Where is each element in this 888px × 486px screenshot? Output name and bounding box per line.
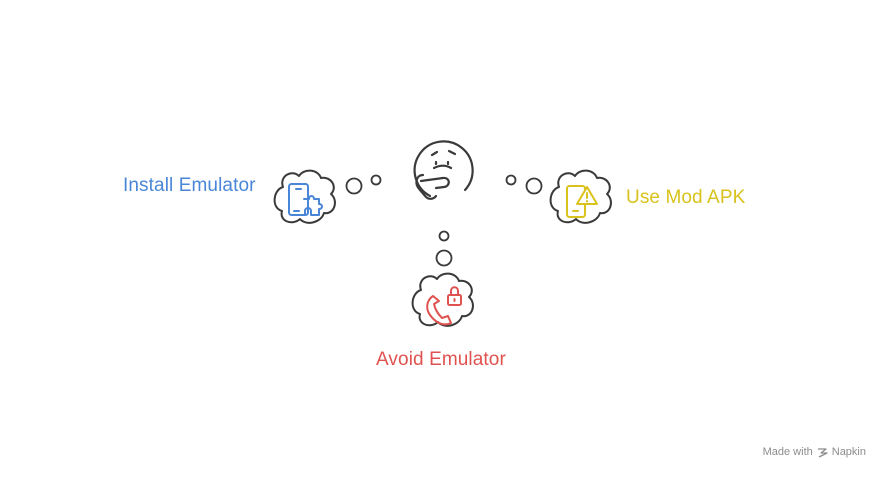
thought-bubbles-bottom — [435, 230, 453, 267]
watermark-prefix: Made with — [762, 446, 813, 458]
made-with-napkin-watermark: Made with Napkin — [763, 444, 866, 460]
cloud-use-mod-apk — [549, 169, 612, 224]
napkin-logo-icon — [817, 447, 828, 458]
option-label-install-emulator: Install Emulator — [123, 175, 256, 196]
thought-cloud-outline — [411, 272, 474, 327]
thought-bubbles-left — [345, 174, 382, 195]
option-label-use-mod-apk: Use Mod APK — [626, 187, 746, 208]
cloud-avoid-emulator — [411, 272, 474, 327]
cloud-install-emulator — [273, 169, 336, 224]
phone-warning-icon — [566, 185, 598, 218]
phone-puzzle-icon — [288, 183, 323, 216]
phone-lock-icon — [426, 286, 462, 326]
thought-cloud-outline — [549, 169, 612, 224]
watermark-brand: Napkin — [831, 446, 866, 458]
option-label-avoid-emulator: Avoid Emulator — [376, 349, 506, 370]
thinking-face-icon — [413, 140, 474, 200]
thought-bubbles-right — [505, 174, 543, 195]
thought-cloud-outline — [273, 169, 336, 224]
